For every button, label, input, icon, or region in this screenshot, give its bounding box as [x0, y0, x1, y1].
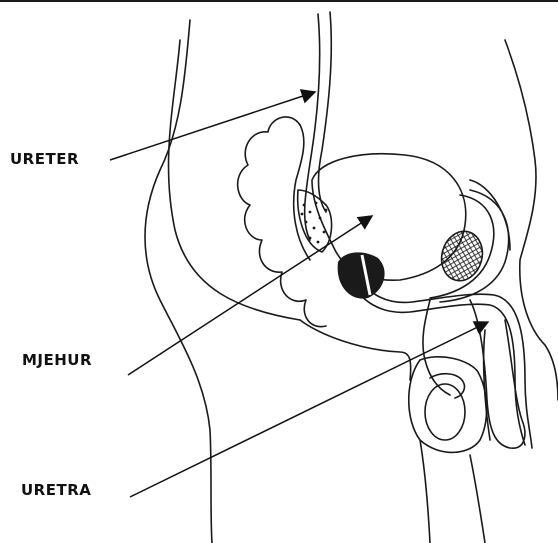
- back-outline: [145, 20, 212, 543]
- ureter-label: URETER: [10, 150, 79, 168]
- pubic-bone: [436, 227, 488, 286]
- prostate: [338, 252, 385, 298]
- leg-line-left: [300, 320, 411, 380]
- ureter-pointer: [110, 92, 315, 160]
- scrotum-outline: [409, 357, 487, 453]
- urethra-channel: [350, 280, 525, 445]
- ureter-tube: [305, 14, 320, 240]
- mjehur-label: MJEHUR: [22, 351, 92, 369]
- leg-line-right: [470, 455, 485, 543]
- uretra-label: URETRA: [21, 481, 91, 499]
- mjehur-pointer: [128, 216, 372, 375]
